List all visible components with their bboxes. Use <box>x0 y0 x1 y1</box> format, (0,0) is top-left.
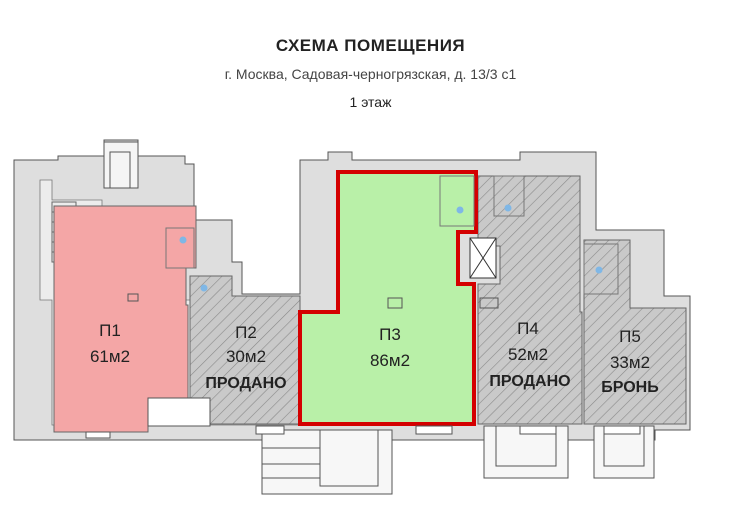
windows <box>85 425 641 439</box>
address-subtitle: г. Москва, Садовая-черногрязская, д. 13/… <box>224 66 517 82</box>
room-p1-name: П1 <box>99 321 121 340</box>
column-p1 <box>127 293 139 302</box>
room-p2-area: 30м2 <box>226 347 266 366</box>
room-p4-area: 52м2 <box>508 345 548 364</box>
room-p3-closet <box>439 175 475 227</box>
vent-shaft-top <box>103 141 139 189</box>
entrance-porch <box>147 397 211 427</box>
room-p1-closet <box>165 227 195 269</box>
water-drop-icon <box>456 206 464 214</box>
room-p4-closet <box>493 175 525 217</box>
room-p2-name: П2 <box>235 323 257 342</box>
water-drop-icons <box>179 204 603 292</box>
room-p3-name: П3 <box>379 325 401 344</box>
room-p4-status: ПРОДАНО <box>489 373 570 390</box>
page-title: СХЕМА ПОМЕЩЕНИЯ <box>275 36 466 55</box>
column-p4 <box>479 297 499 309</box>
water-drop-icon <box>200 284 208 292</box>
room-p1-area: 61м2 <box>90 347 130 366</box>
elevator-shaft-icon <box>469 237 497 279</box>
room-p3-area: 86м2 <box>370 351 410 370</box>
water-drop-icon <box>504 204 512 212</box>
room-p5-name: П5 <box>619 327 641 346</box>
room-p5-area: 33м2 <box>610 353 650 372</box>
water-drop-icon <box>179 236 187 244</box>
room-p5-status: БРОНЬ <box>601 379 658 396</box>
water-drop-icon <box>595 266 603 274</box>
column-p3 <box>387 297 403 309</box>
room-p1[interactable] <box>53 205 197 433</box>
room-p2-status: ПРОДАНО <box>205 375 286 392</box>
room-p4-name: П4 <box>517 319 539 338</box>
entrance-steps <box>261 425 655 495</box>
floor-label: 1 этаж <box>349 94 392 110</box>
